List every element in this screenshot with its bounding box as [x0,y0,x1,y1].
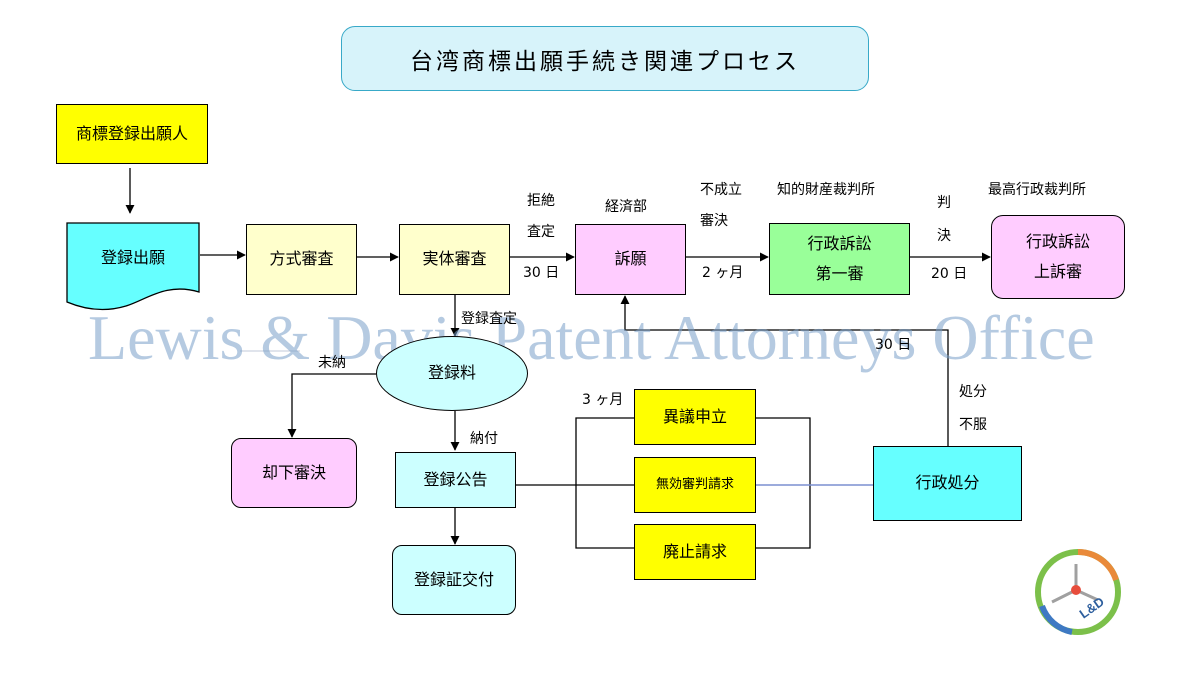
ld-logo-mark: L&D [1035,549,1121,635]
ld-logo-text: L&D [1076,594,1106,622]
node-formality-label: 方式審査 [269,249,334,269]
label-30days-a: 30 日 [523,265,560,281]
node-registration-fee: 登録料 [376,336,528,411]
label-judgment-1: 判 [937,195,951,211]
node-substantive: 実体審査 [399,224,510,295]
node-supreme-appeal-line2: 上訴審 [1033,262,1082,281]
node-admin-suit-first: 行政訴訟 第一審 [769,223,910,295]
label-2months: 2 ヶ月 [702,265,744,281]
node-cancellation: 廃止請求 [634,524,756,580]
label-20days: 20 日 [931,266,968,282]
node-rejection-label: 却下審決 [261,462,326,482]
label-rejection-decision-2: 査定 [527,224,555,240]
document-shape [66,222,200,311]
node-publication-label: 登録公告 [423,469,488,489]
label-dispute-2: 不服 [959,417,987,433]
node-application-label: 登録出願 [100,248,165,267]
node-invalidation-label: 無効審判請求 [655,476,734,492]
page-title: 台湾商標出願手続き関連プロセス [341,26,869,91]
label-supreme-court: 最高行政裁判所 [988,182,1086,198]
node-publication: 登録公告 [395,452,516,508]
label-30days-b: 30 日 [875,337,912,353]
label-registration-decision: 登録査定 [461,311,517,327]
node-supreme-appeal: 行政訴訟 上訴審 [991,215,1125,299]
label-dispute-1: 処分 [959,384,987,400]
arrow-fee-to-rejection [287,373,376,438]
node-admin-suit-first-line1: 行政訴訟 [807,233,872,253]
bracket-left [575,417,634,549]
node-cancellation-label: 廃止請求 [662,541,727,561]
node-appeal-label: 訴願 [614,249,647,269]
ld-logo: L&D [1032,546,1124,638]
node-certificate: 登録証交付 [392,545,516,615]
node-applicant: 商標登録出願人 [56,104,208,164]
label-unpaid: 未納 [318,355,346,371]
node-application: 登録出願 [66,222,200,314]
node-formality: 方式審査 [246,224,357,295]
label-unsuccessful-1: 不成立 [700,182,742,198]
label-judgment-2: 決 [937,228,951,244]
label-paid: 納付 [470,431,498,447]
node-admin-disposition-label: 行政処分 [915,473,980,493]
arrow-disposition-to-appeal [620,295,949,446]
bracket-right [756,417,811,549]
label-ministry: 経済部 [605,199,647,215]
node-applicant-label: 商標登録出願人 [75,123,188,143]
node-supreme-appeal-line1: 行政訴訟 [1025,231,1090,251]
label-3months: 3 ヶ月 [582,392,624,408]
node-opposition-label: 異議申立 [662,406,727,426]
node-admin-suit-first-line2: 第一審 [815,264,864,283]
label-rejection-decision-1: 拒絶 [527,193,555,209]
node-registration-fee-label: 登録料 [427,363,476,383]
label-ip-court: 知的財産裁判所 [777,182,875,198]
node-appeal: 訴願 [575,224,686,295]
node-rejection: 却下審決 [231,438,357,508]
node-opposition: 異議申立 [634,389,756,445]
node-substantive-label: 実体審査 [422,249,487,269]
label-unsuccessful-2: 審決 [700,213,728,229]
node-certificate-label: 登録証交付 [413,569,494,589]
node-admin-disposition: 行政処分 [873,446,1022,521]
node-invalidation: 無効審判請求 [634,457,756,513]
